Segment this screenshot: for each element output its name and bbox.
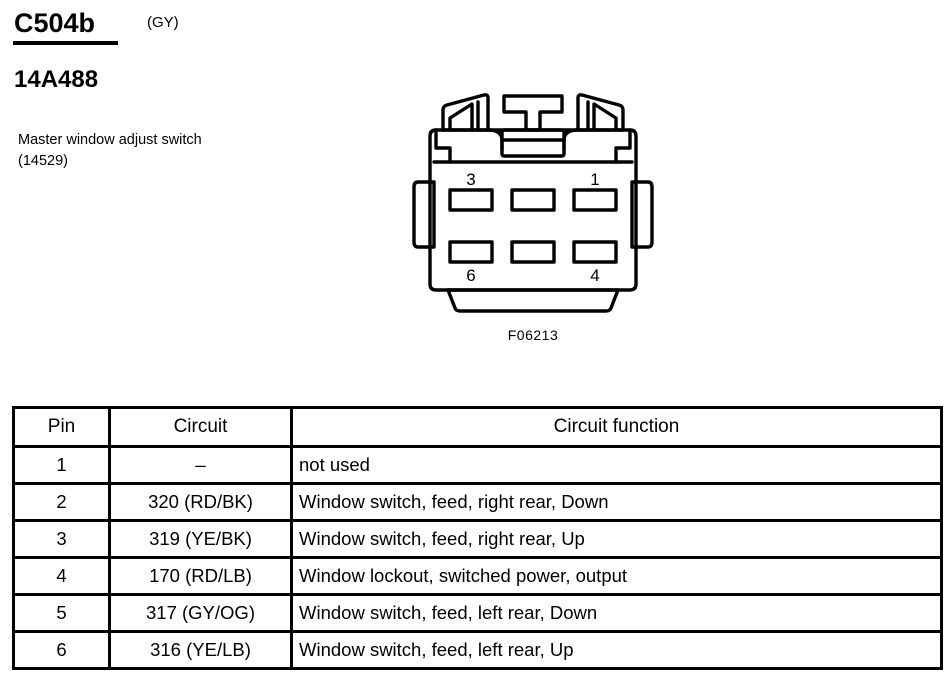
connector-left-wing-outer	[441, 93, 490, 132]
cell-function: Window switch, feed, left rear, Down	[290, 593, 943, 633]
component-description: Master window adjust switch (14529)	[18, 132, 202, 169]
cell-pin: 1	[12, 445, 111, 485]
connector-right-ear	[630, 180, 654, 249]
cell-pin: 3	[12, 519, 111, 559]
cell-pin: 5	[12, 593, 111, 633]
connector-right-wing-outer	[576, 93, 625, 132]
connector-right-wing-inner	[592, 102, 618, 132]
connector-id: C504b	[14, 8, 96, 38]
cell-circuit: 319 (YE/BK)	[108, 519, 293, 559]
cell-function: Window switch, feed, right rear, Up	[290, 519, 943, 559]
connector-diagram: 3 1 6 4	[398, 82, 668, 352]
column-header-circuit-function: Circuit function	[290, 406, 943, 448]
connector-inner-step-right	[614, 128, 632, 164]
table-row: 6 316 (YE/LB) Window switch, feed, left …	[12, 630, 943, 670]
column-header-circuit: Circuit	[108, 406, 293, 448]
table-header-row: Pin Circuit Circuit function	[12, 406, 943, 448]
connector-inner-step-left	[434, 128, 452, 164]
cell-circuit: 317 (GY/OG)	[108, 593, 293, 633]
connector-id-underline	[13, 41, 118, 45]
table-row: 5 317 (GY/OG) Window switch, feed, left …	[12, 593, 943, 633]
cell-circuit: 170 (RD/LB)	[108, 556, 293, 596]
connector-center-latch-beam	[502, 94, 564, 132]
cavity-label-1: 1	[590, 170, 599, 189]
cell-pin: 4	[12, 556, 111, 596]
connector-left-ear	[412, 180, 436, 249]
connector-latch-right-shoulder	[562, 128, 580, 152]
connector-left-wing-inner	[448, 102, 474, 132]
cell-function: Window lockout, switched power, output	[290, 556, 943, 596]
cavity-label-6: 6	[466, 266, 475, 285]
cavity-label-3: 3	[466, 170, 475, 189]
table-row: 3 319 (YE/BK) Window switch, feed, right…	[12, 519, 943, 559]
table-row: 1 – not used	[12, 445, 943, 485]
connector-color-code: (GY)	[147, 14, 179, 31]
cell-circuit: 320 (RD/BK)	[108, 482, 293, 522]
connector-body	[428, 128, 638, 292]
cell-function: Window switch, feed, left rear, Up	[290, 630, 943, 670]
cell-pin: 2	[12, 482, 111, 522]
connector-cavity-4	[572, 240, 618, 264]
figure-caption: F06213	[507, 327, 559, 343]
connector-bottom-flange	[446, 288, 620, 313]
cavity-label-4: 4	[590, 266, 599, 285]
connector-cavity-5	[510, 240, 556, 264]
connector-cavity-3	[448, 188, 494, 212]
connector-illustration: 3 1 6 4	[412, 93, 654, 313]
connector-cavity-1	[572, 188, 618, 212]
connector-latch-left-shoulder	[486, 128, 504, 152]
pinout-table-body: 1 – not used 2 320 (RD/BK) Window switch…	[12, 445, 943, 670]
cell-circuit: –	[108, 445, 293, 485]
cell-circuit: 316 (YE/LB)	[108, 630, 293, 670]
connector-cavity-6	[448, 240, 494, 264]
cell-pin: 6	[12, 630, 111, 670]
cell-function: not used	[290, 445, 943, 485]
cell-function: Window switch, feed, right rear, Down	[290, 482, 943, 522]
table-row: 2 320 (RD/BK) Window switch, feed, right…	[12, 482, 943, 522]
column-header-pin: Pin	[12, 406, 111, 448]
connector-center-latch-box	[500, 128, 566, 158]
table-row: 4 170 (RD/LB) Window lockout, switched p…	[12, 556, 943, 596]
part-number: 14A488	[14, 66, 99, 93]
connector-cavity-2	[510, 188, 556, 212]
pinout-table: Pin Circuit Circuit function 1 – not use…	[12, 406, 943, 670]
